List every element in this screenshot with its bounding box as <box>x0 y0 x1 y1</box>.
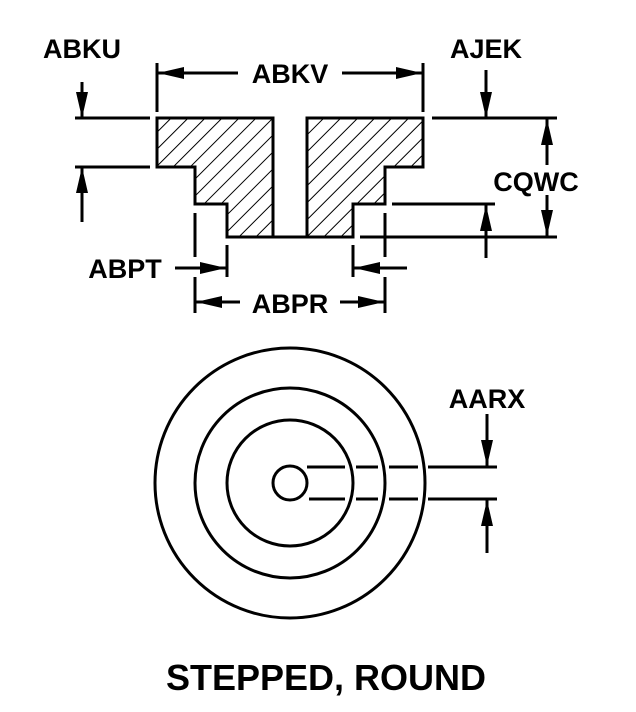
dimension-abpr: ABPR <box>196 289 384 319</box>
section-right-half <box>305 116 425 239</box>
section-view <box>155 116 425 239</box>
plan-view <box>153 346 497 620</box>
dimension-abpt: ABPT <box>88 213 407 313</box>
diagram-title: STEPPED, ROUND <box>166 657 486 698</box>
hidden-lines <box>307 465 497 501</box>
dimension-abku: ABKU <box>43 34 150 222</box>
label-abpr: ABPR <box>252 289 329 319</box>
dimension-aarx: AARX <box>449 384 526 553</box>
label-ajek: AJEK <box>450 34 523 64</box>
label-aarx: AARX <box>449 384 526 414</box>
dimension-cqwc: CQWC <box>360 119 579 258</box>
label-abku: ABKU <box>43 34 121 64</box>
label-abkv: ABKV <box>252 59 329 89</box>
section-left-half <box>155 116 275 239</box>
step-circle <box>193 386 387 580</box>
label-abpt: ABPT <box>88 254 162 284</box>
label-cqwc: CQWC <box>493 167 578 197</box>
bottom-circle <box>225 418 355 548</box>
dimension-ajek: AJEK <box>432 34 557 120</box>
outer-circle <box>153 346 427 620</box>
hole-circle <box>271 464 309 502</box>
dimension-abkv: ABKV <box>155 59 425 112</box>
